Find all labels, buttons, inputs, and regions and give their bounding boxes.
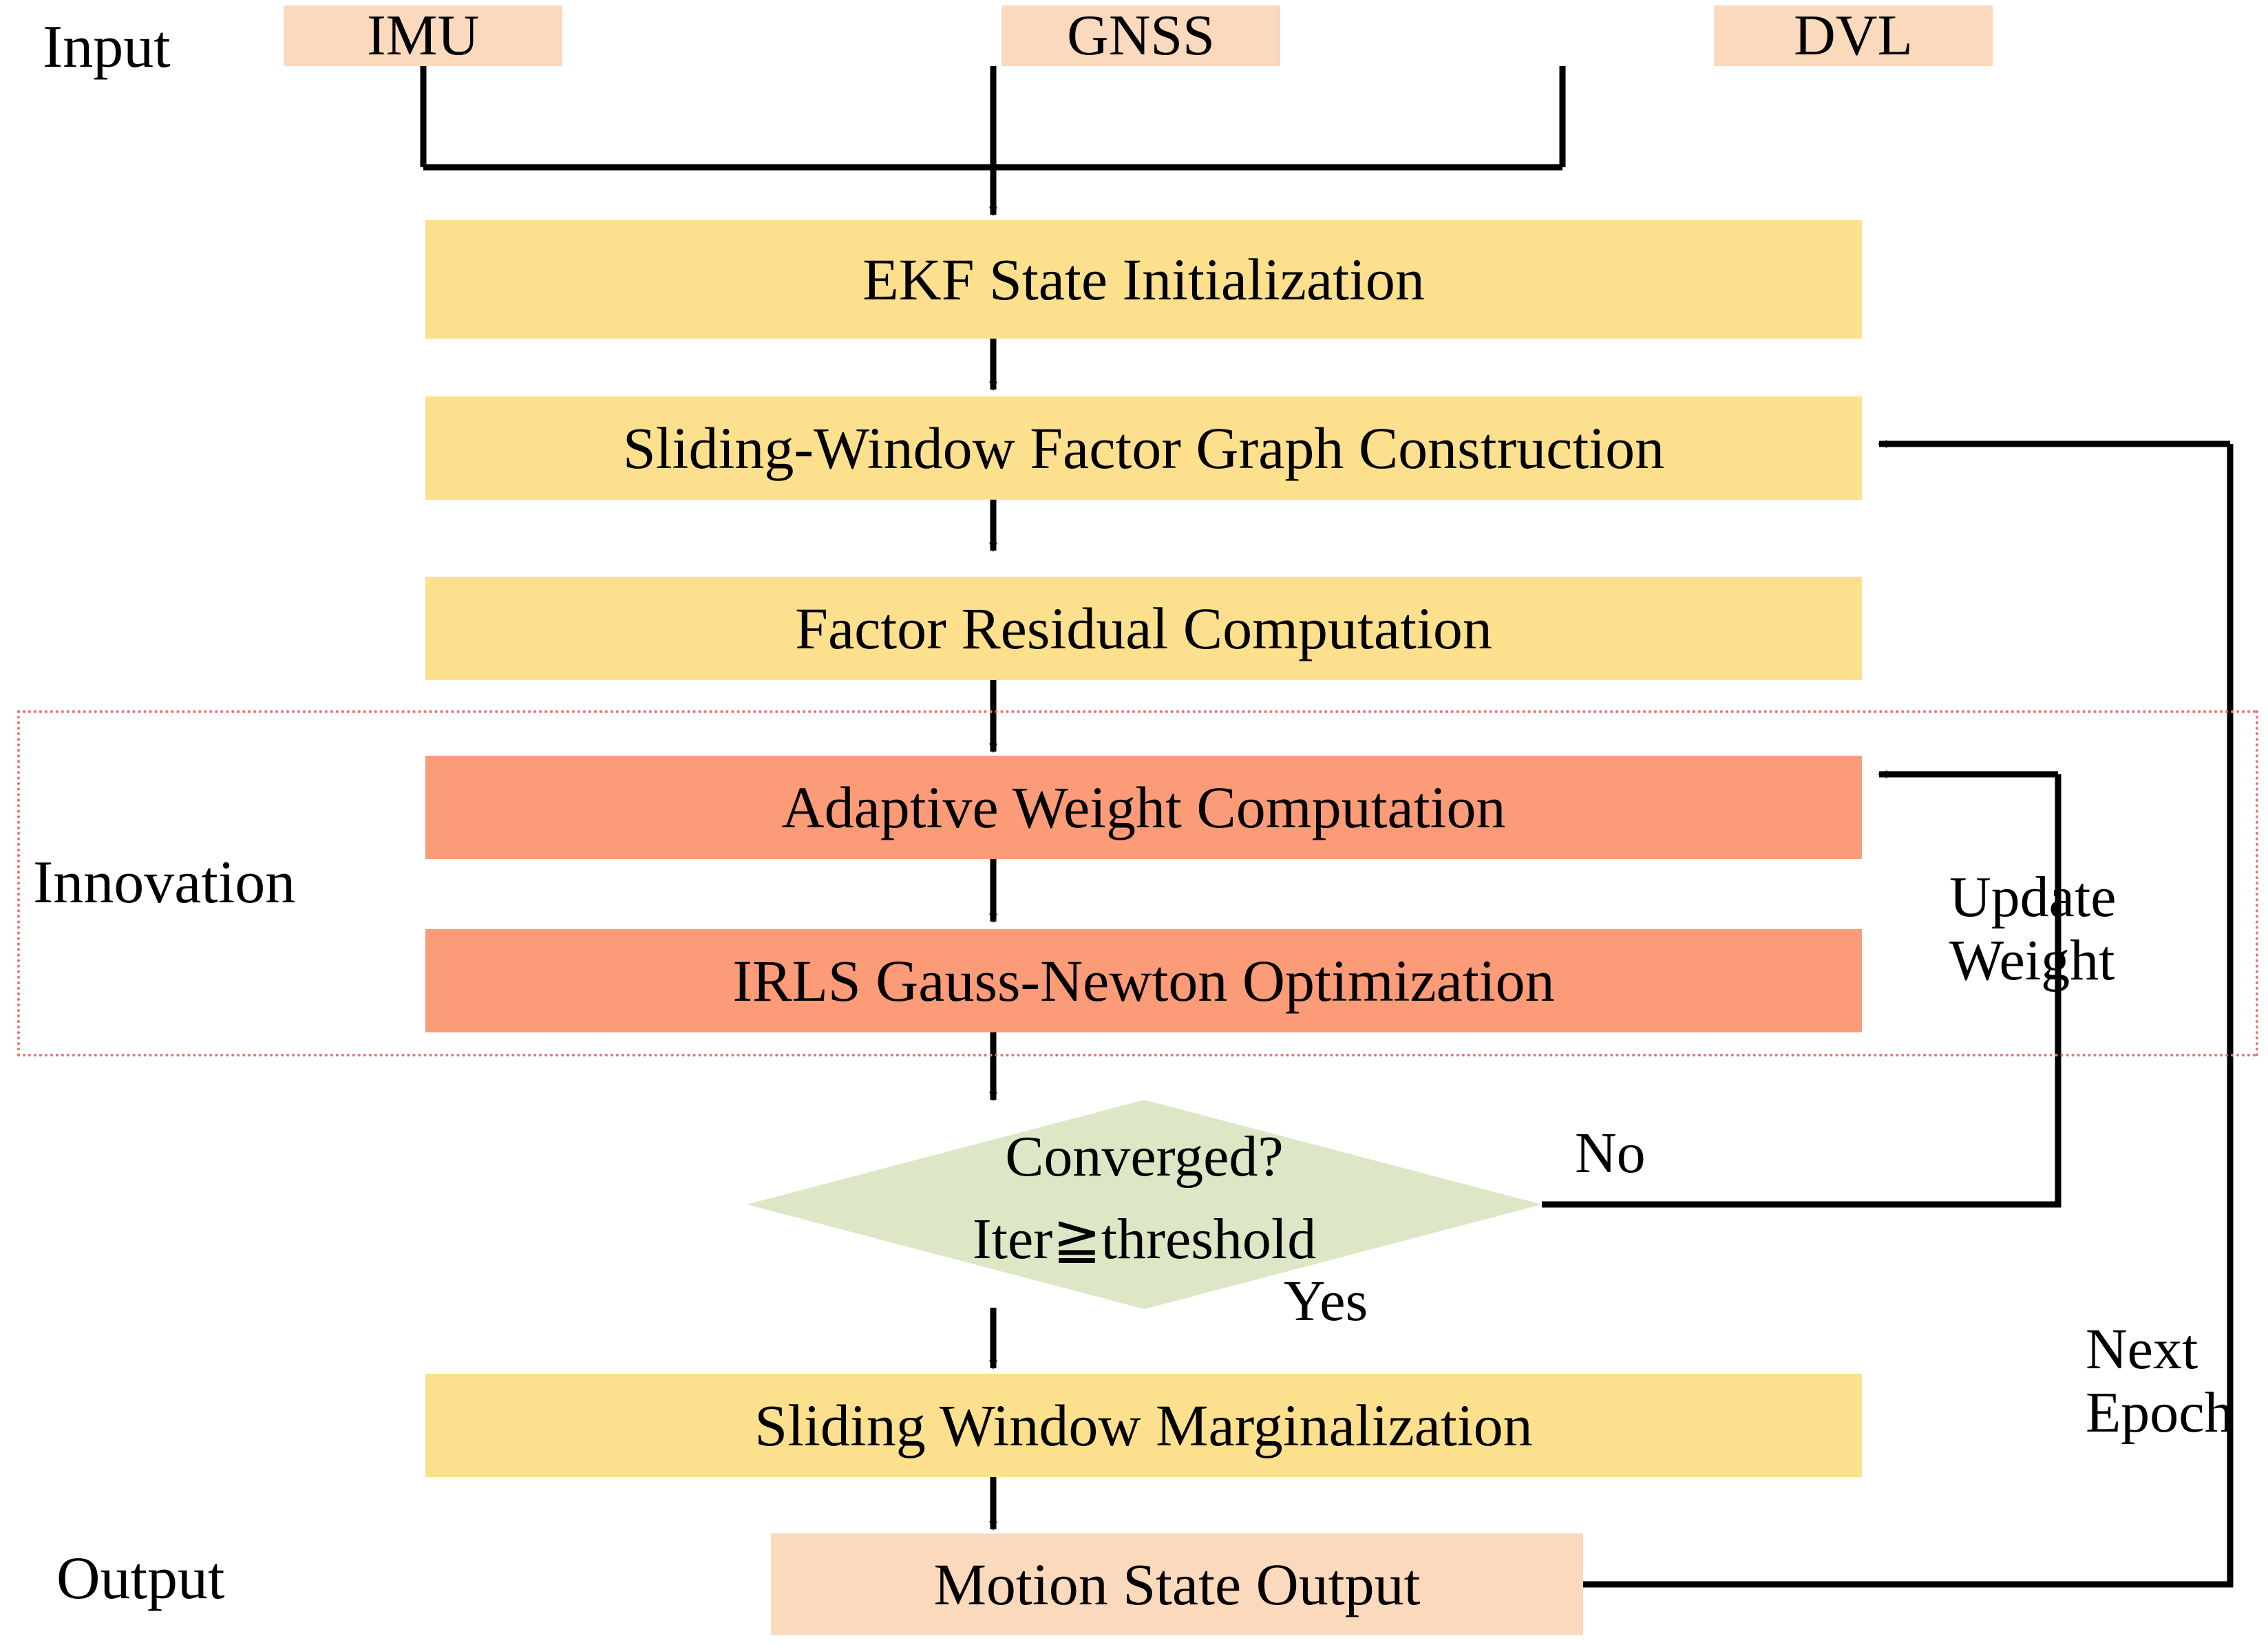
edge-label-next-epoch-line2: Epoch bbox=[2086, 1381, 2234, 1445]
input-node-dvl[interactable]: DVL bbox=[1714, 5, 1993, 66]
edge-label-next-epoch-line1: Next bbox=[2086, 1317, 2198, 1381]
output-node-motion-state-output[interactable]: Motion State Output bbox=[771, 1533, 1583, 1635]
edge-label-update-weight-line1: Update bbox=[1949, 865, 2117, 929]
stage-label-input: Input bbox=[43, 14, 171, 81]
edge-label-next-epoch: Next Epoch bbox=[2086, 1317, 2268, 1445]
stage-label-innovation: Innovation bbox=[33, 849, 296, 916]
edge-no-feedback-path bbox=[1542, 774, 2062, 1208]
decision-node-converged[interactable]: Converged? Iter≧threshold bbox=[747, 1100, 1542, 1309]
process-node-irls-gauss-newton-optimization[interactable]: IRLS Gauss-Newton Optimization bbox=[425, 929, 1862, 1032]
stage-label-output: Output bbox=[56, 1545, 225, 1612]
decision-diamond-shape bbox=[747, 1100, 1542, 1309]
edge-next-epoch-path bbox=[1583, 444, 2234, 1588]
innovation-region-boundary bbox=[17, 710, 2258, 1056]
process-node-ekf-state-initialization[interactable]: EKF State Initialization bbox=[425, 220, 1862, 339]
process-node-factor-residual-computation[interactable]: Factor Residual Computation bbox=[425, 577, 1862, 680]
edge-label-update-weight-line2: Weight bbox=[1949, 928, 2115, 993]
process-node-adaptive-weight-computation[interactable]: Adaptive Weight Computation bbox=[425, 756, 1862, 859]
edge-label-no: No bbox=[1575, 1121, 1646, 1185]
edge-label-update-weight: Update Weight bbox=[1949, 865, 2156, 993]
edge-label-yes: Yes bbox=[1284, 1269, 1368, 1333]
process-node-sliding-window-marginalization[interactable]: Sliding Window Marginalization bbox=[425, 1374, 1862, 1477]
input-node-gnss[interactable]: GNSS bbox=[1001, 5, 1280, 66]
decision-label-line2: Iter≧threshold bbox=[972, 1207, 1317, 1271]
input-node-imu[interactable]: IMU bbox=[284, 5, 562, 66]
decision-label-line1: Converged? bbox=[1005, 1125, 1284, 1189]
process-node-sliding-window-factor-graph-construction[interactable]: Sliding-Window Factor Graph Construction bbox=[425, 396, 1862, 500]
